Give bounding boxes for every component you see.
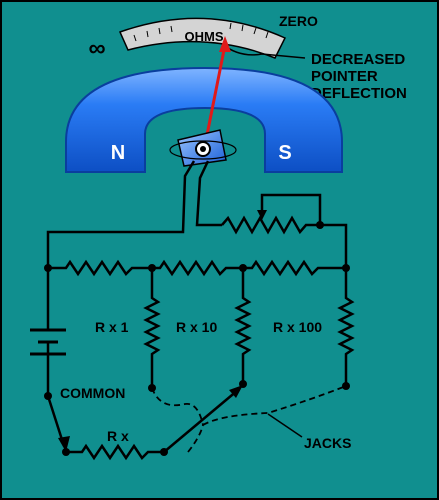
range-resistor-rx1 xyxy=(143,268,161,388)
meter-scale xyxy=(118,17,287,59)
shunt-resistor-3 xyxy=(243,259,346,277)
jacks-pointer-line xyxy=(267,413,303,438)
jack-link-3 xyxy=(187,424,204,453)
south-pole-label: S xyxy=(278,142,291,164)
zero-adjust-resistor xyxy=(221,215,348,268)
north-pole-label: N xyxy=(111,142,125,164)
callout-line-1: DECREASED xyxy=(311,51,405,68)
range-resistor-rx100 xyxy=(337,268,355,386)
shunt-resistor-2 xyxy=(152,259,243,277)
junction-dots xyxy=(44,221,350,456)
infinity-symbol: ∞ xyxy=(88,35,105,62)
moving-coil xyxy=(169,129,237,167)
scale-ohms-label: OHMS xyxy=(185,29,224,44)
jack-link-2 xyxy=(202,385,347,426)
jacks-label: JACKS xyxy=(304,435,351,451)
coil-lead-right xyxy=(195,160,222,227)
range-label-rx1: R x 1 xyxy=(95,319,129,335)
coil-lead-left xyxy=(46,160,196,268)
jack-link-1 xyxy=(151,387,204,426)
common-label: COMMON xyxy=(60,385,125,401)
test-lead-arrowhead xyxy=(58,436,70,452)
zero-adjust-wiper xyxy=(260,193,322,225)
rx-resistor xyxy=(66,443,164,461)
rx-lead-arrow xyxy=(163,389,239,453)
pointer-tip xyxy=(219,36,231,52)
range-label-rx100: R x 100 xyxy=(273,319,322,335)
zero-label: ZERO xyxy=(279,13,318,29)
range-resistor-rx10 xyxy=(234,268,252,384)
callout-line-3: DEFLECTION xyxy=(311,85,407,102)
range-label-rx10: R x 10 xyxy=(176,319,217,335)
horseshoe-magnet xyxy=(65,66,343,173)
callout-line-2: POINTER xyxy=(311,68,378,85)
wiper-arrowhead xyxy=(257,210,267,220)
shunt-resistor-1 xyxy=(48,259,152,277)
rx-label: R x xyxy=(107,428,129,444)
scale-tick-marks xyxy=(133,22,269,42)
rx-lead-arrowhead xyxy=(229,385,243,398)
